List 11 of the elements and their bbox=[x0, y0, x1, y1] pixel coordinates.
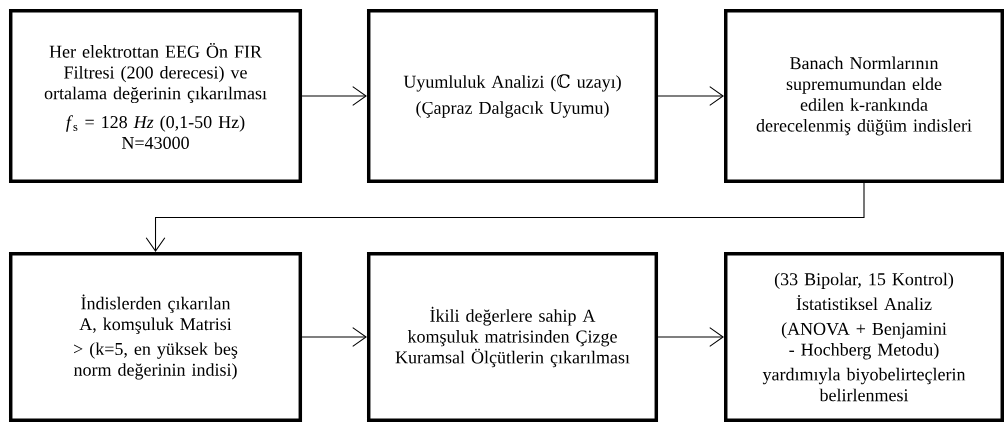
arrow bbox=[657, 327, 724, 347]
process-box: Banach Normlarının supremumundan elde edilen k-rankında derecelenmiş düğüm indisleri bbox=[724, 9, 1004, 183]
process-box: İkili değerlere sahip A komşuluk matrisinden Çizge Kuramsal Ölçütlerin çıkarılması bbox=[366, 252, 659, 422]
process-box: Her elektrottan EEG Ön FIR Filtresi (200 derecesi) ve ortalama değerinin çıkarılması f$_{s}$ = 128 Hz (0,1-50 Hz) N=43000 bbox=[9, 9, 303, 183]
arrow bbox=[657, 86, 724, 106]
process-box: (33 Bipolar, 15 Kontrol) İstatistiksel Analiz (ANOVA + Benjamini - Hochberg Metodu) yardımıyla biyobelirteçlerin belirlenmesi bbox=[724, 252, 1004, 422]
arrow bbox=[145, 182, 865, 252]
process-box: Uyumluluk Analizi (ℂ uzayı) (Çapraz Dalgacık Uyumu) bbox=[366, 9, 659, 183]
arrow bbox=[301, 86, 367, 106]
arrow bbox=[301, 327, 367, 347]
process-box: İndislerden çıkarılan A, komşuluk Matrisi > (k=5, en yüksek beş norm değerinin indisi) bbox=[9, 252, 303, 422]
